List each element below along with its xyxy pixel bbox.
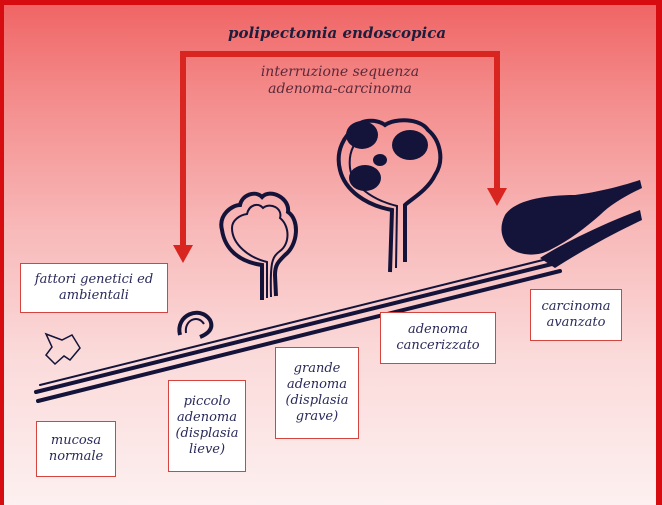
label-factors-line-2: ambientali	[21, 288, 167, 304]
label-large-adenoma: grande adenoma (displasia grave)	[275, 347, 359, 439]
label-advanced-carcinoma: carcinoma avanzato	[530, 289, 622, 341]
label-normal-line-2: normale	[37, 449, 115, 465]
label-small-line-4: lieve)	[169, 442, 245, 458]
subtitle: interruzione sequenza adenoma-carcinoma	[230, 64, 450, 98]
label-large-line-3: (displasia	[276, 393, 358, 409]
label-advanced-line-2: avanzato	[531, 315, 621, 331]
label-small-line-2: adenoma	[169, 410, 245, 426]
subtitle-line-2: adenoma-carcinoma	[230, 81, 450, 98]
label-normal: mucosa normale	[36, 421, 116, 477]
label-factors: fattori genetici ed ambientali	[20, 263, 168, 313]
label-cancerized-line-2: cancerizzato	[381, 338, 495, 354]
title: polipectomia endoscopica	[228, 24, 446, 42]
label-normal-line-1: mucosa	[37, 433, 115, 449]
label-small-line-3: (displasia	[169, 426, 245, 442]
advanced-carcinoma	[501, 180, 642, 268]
label-large-line-1: grande	[276, 361, 358, 377]
subtitle-line-1: interruzione sequenza	[230, 64, 450, 81]
label-factors-line-1: fattori genetici ed	[21, 272, 167, 288]
label-advanced-line-1: carcinoma	[531, 299, 621, 315]
small-adenoma	[179, 313, 211, 337]
small-pointer-icon	[46, 334, 80, 364]
arrow-head-left	[173, 245, 193, 263]
label-cancerized-adenoma: adenoma cancerizzato	[380, 312, 496, 364]
arrow-head-right	[487, 188, 507, 206]
label-small-adenoma: piccolo adenoma (displasia lieve)	[168, 380, 246, 472]
label-small-line-1: piccolo	[169, 394, 245, 410]
large-adenoma	[221, 194, 296, 300]
label-large-line-4: grave)	[276, 409, 358, 425]
cancerized-adenoma	[339, 120, 441, 272]
label-cancerized-line-1: adenoma	[381, 322, 495, 338]
label-large-line-2: adenoma	[276, 377, 358, 393]
